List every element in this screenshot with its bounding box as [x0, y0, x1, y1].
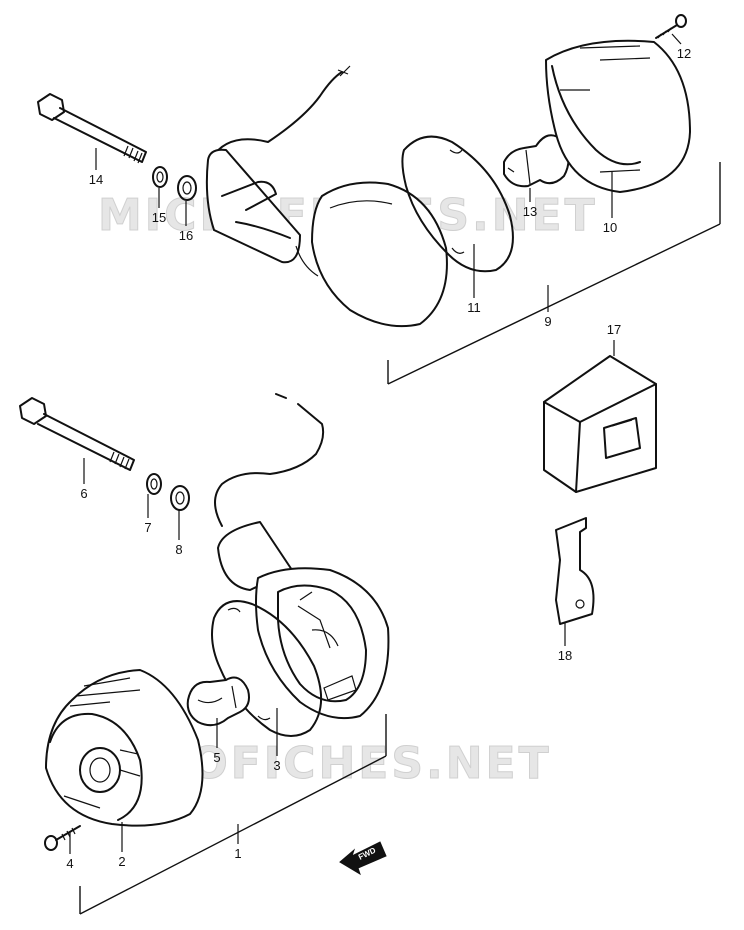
gasket-11[interactable]	[401, 135, 514, 273]
callout-labels: 14 15 16 11 13 10 12 9 17 18 6 7 8 3 5 2…	[66, 46, 691, 871]
callout-16: 16	[179, 228, 193, 243]
bracket-9	[387, 162, 721, 385]
callout-9: 9	[544, 314, 551, 329]
fwd-arrow-icon: FWD	[339, 841, 387, 876]
callout-6: 6	[80, 486, 87, 501]
callout-3: 3	[273, 758, 280, 773]
callout-15: 15	[152, 210, 166, 225]
callout-17: 17	[607, 322, 621, 337]
callout-12: 12	[677, 46, 691, 61]
leader-lines	[69, 33, 682, 854]
lock-washer-7[interactable]	[146, 473, 162, 495]
callout-11: 11	[467, 300, 481, 315]
callout-13: 13	[523, 204, 537, 219]
gasket-3[interactable]	[211, 600, 323, 737]
callout-18: 18	[558, 648, 572, 663]
lamp-housing-9[interactable]	[205, 65, 448, 328]
relay-17[interactable]	[543, 355, 657, 493]
bulb-5[interactable]	[186, 676, 250, 727]
bolt-14[interactable]	[37, 93, 147, 164]
bracket-18[interactable]	[555, 517, 595, 625]
callout-14: 14	[89, 172, 103, 187]
lens-2[interactable]	[45, 669, 204, 827]
washer-16[interactable]	[177, 175, 197, 201]
lens-10[interactable]	[545, 39, 691, 193]
callout-1: 1	[234, 846, 241, 861]
lamp-housing-lower	[214, 393, 390, 720]
callout-7: 7	[144, 520, 151, 535]
callout-8: 8	[175, 542, 182, 557]
callout-2: 2	[118, 854, 125, 869]
bolt-6[interactable]	[19, 397, 135, 471]
callout-5: 5	[213, 750, 220, 765]
callout-4: 4	[66, 856, 73, 871]
callout-10: 10	[603, 220, 617, 235]
lock-washer-15[interactable]	[152, 166, 168, 188]
bracket-1	[79, 714, 387, 915]
washer-8[interactable]	[170, 485, 190, 511]
screw-4[interactable]	[44, 825, 81, 851]
screw-12[interactable]	[655, 14, 687, 39]
